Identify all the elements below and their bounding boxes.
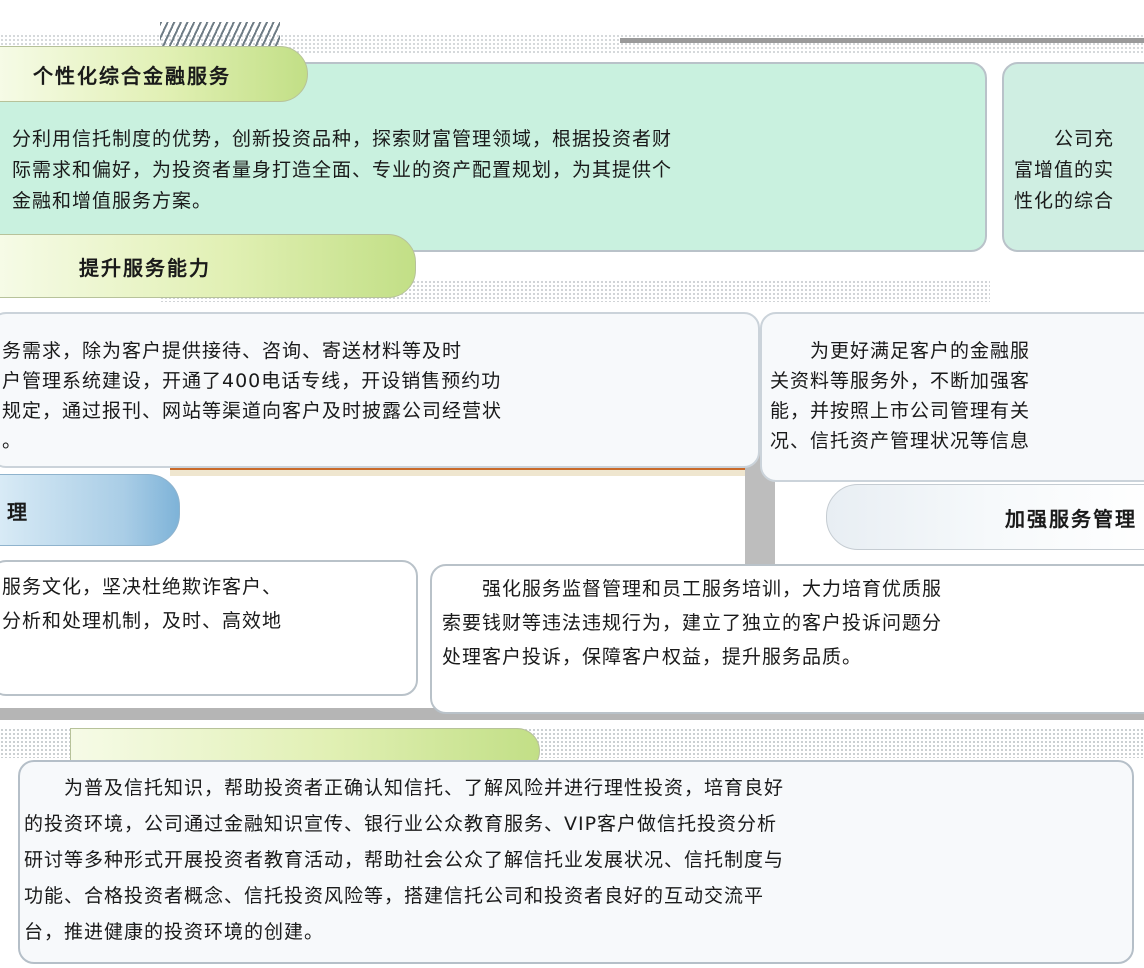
management-right-line-2: 索要钱财等违法违规行为，建立了独立的客户投诉问题分 — [442, 612, 943, 634]
capability-right-line-1: 为更好满足客户的金融服 — [770, 340, 1031, 362]
tab-management-left-title: 理 — [7, 499, 29, 524]
tab-strengthen-service-management: 加强服务管理 — [826, 484, 1144, 550]
tab-personalized-finance-service: 个性化综合金融服务 — [0, 46, 308, 102]
capability-left-line-1: 务需求，除为客户提供接待、咨询、寄送材料等及时 — [2, 340, 463, 362]
tab-strengthen-service-management-title: 加强服务管理 — [1005, 506, 1137, 531]
management-left-panel: 服务文化，坚决杜绝欺诈客户、 分析和处理机制，及时、高效地 — [0, 560, 418, 696]
capability-right-line-3: 能，并按照上市公司管理有关 — [770, 400, 1031, 422]
education-line-1: 为普及信托知识，帮助投资者正确认知信托、了解风险并进行理性投资，培育良好 — [24, 777, 785, 799]
capability-right-line-4: 况、信托资产管理状况等信息 — [770, 430, 1031, 452]
management-left-line-2: 分析和处理机制，及时、高效地 — [2, 610, 283, 632]
capability-right-line-2: 关资料等服务外，不断加强客 — [770, 370, 1031, 392]
top-left-line-3: 金融和增值服务方案。 — [12, 190, 213, 212]
top-left-line-1: 分利用信托制度的优势，创新投资品种，探索财富管理领域，根据投资者财 — [12, 128, 673, 150]
education-line-4: 功能、合格投资者概念、信托投资风险等，搭建信托公司和投资者良好的互动交流平 — [24, 885, 765, 907]
capability-left-line-2: 户管理系统建设，开通了400电话专线，开设销售预约功 — [2, 370, 502, 392]
top-right-line-1: 公司充 — [1014, 128, 1115, 150]
tab-personalized-finance-service-title: 个性化综合金融服务 — [33, 63, 231, 88]
education-line-5: 台，推进健康的投资环境的创建。 — [24, 921, 325, 943]
education-line-3: 研讨等多种形式开展投资者教育活动，帮助社会公众了解信托业发展状况、信托制度与 — [24, 849, 785, 871]
tab-improve-service-capability-title: 提升服务能力 — [79, 255, 211, 280]
capability-left-panel: 务需求，除为客户提供接待、咨询、寄送材料等及时 户管理系统建设，开通了400电话… — [0, 312, 760, 468]
capability-right-panel: 为更好满足客户的金融服 关资料等服务外，不断加强客 能，并按照上市公司管理有关 … — [760, 312, 1144, 482]
capability-left-line-4: 。 — [2, 430, 23, 452]
management-right-line-3: 处理客户投诉，保障客户权益，提升服务品质。 — [442, 646, 863, 668]
education-line-2: 的投资环境，公司通过金融知识宣传、银行业公众教育服务、VIP客户做信托投资分析 — [24, 813, 778, 835]
top-right-line-2: 富增值的实 — [1014, 159, 1115, 181]
decorative-gray-rule-top — [620, 38, 1144, 43]
top-left-line-2: 际需求和偏好，为投资者量身打造全面、专业的资产配置规划，为其提供个 — [12, 159, 673, 181]
top-right-line-3: 性化的综合 — [1014, 190, 1115, 212]
top-right-panel: 公司充 富增值的实 性化的综合 — [1002, 62, 1144, 252]
education-panel: 为普及信托知识，帮助投资者正确认知信托、了解风险并进行理性投资，培育良好 的投资… — [18, 760, 1134, 964]
capability-left-line-3: 规定，通过报刊、网站等渠道向客户及时披露公司经营状 — [2, 400, 503, 422]
tab-improve-service-capability: 提升服务能力 — [0, 234, 416, 298]
tab-management-left: 理 — [0, 474, 180, 546]
management-left-line-1: 服务文化，坚决杜绝欺诈客户、 — [2, 576, 283, 598]
management-right-line-1: 强化服务监督管理和员工服务培训，大力培育优质服 — [442, 578, 943, 600]
management-right-panel: 强化服务监督管理和员工服务培训，大力培育优质服 索要钱财等违法违规行为，建立了独… — [430, 564, 1144, 714]
